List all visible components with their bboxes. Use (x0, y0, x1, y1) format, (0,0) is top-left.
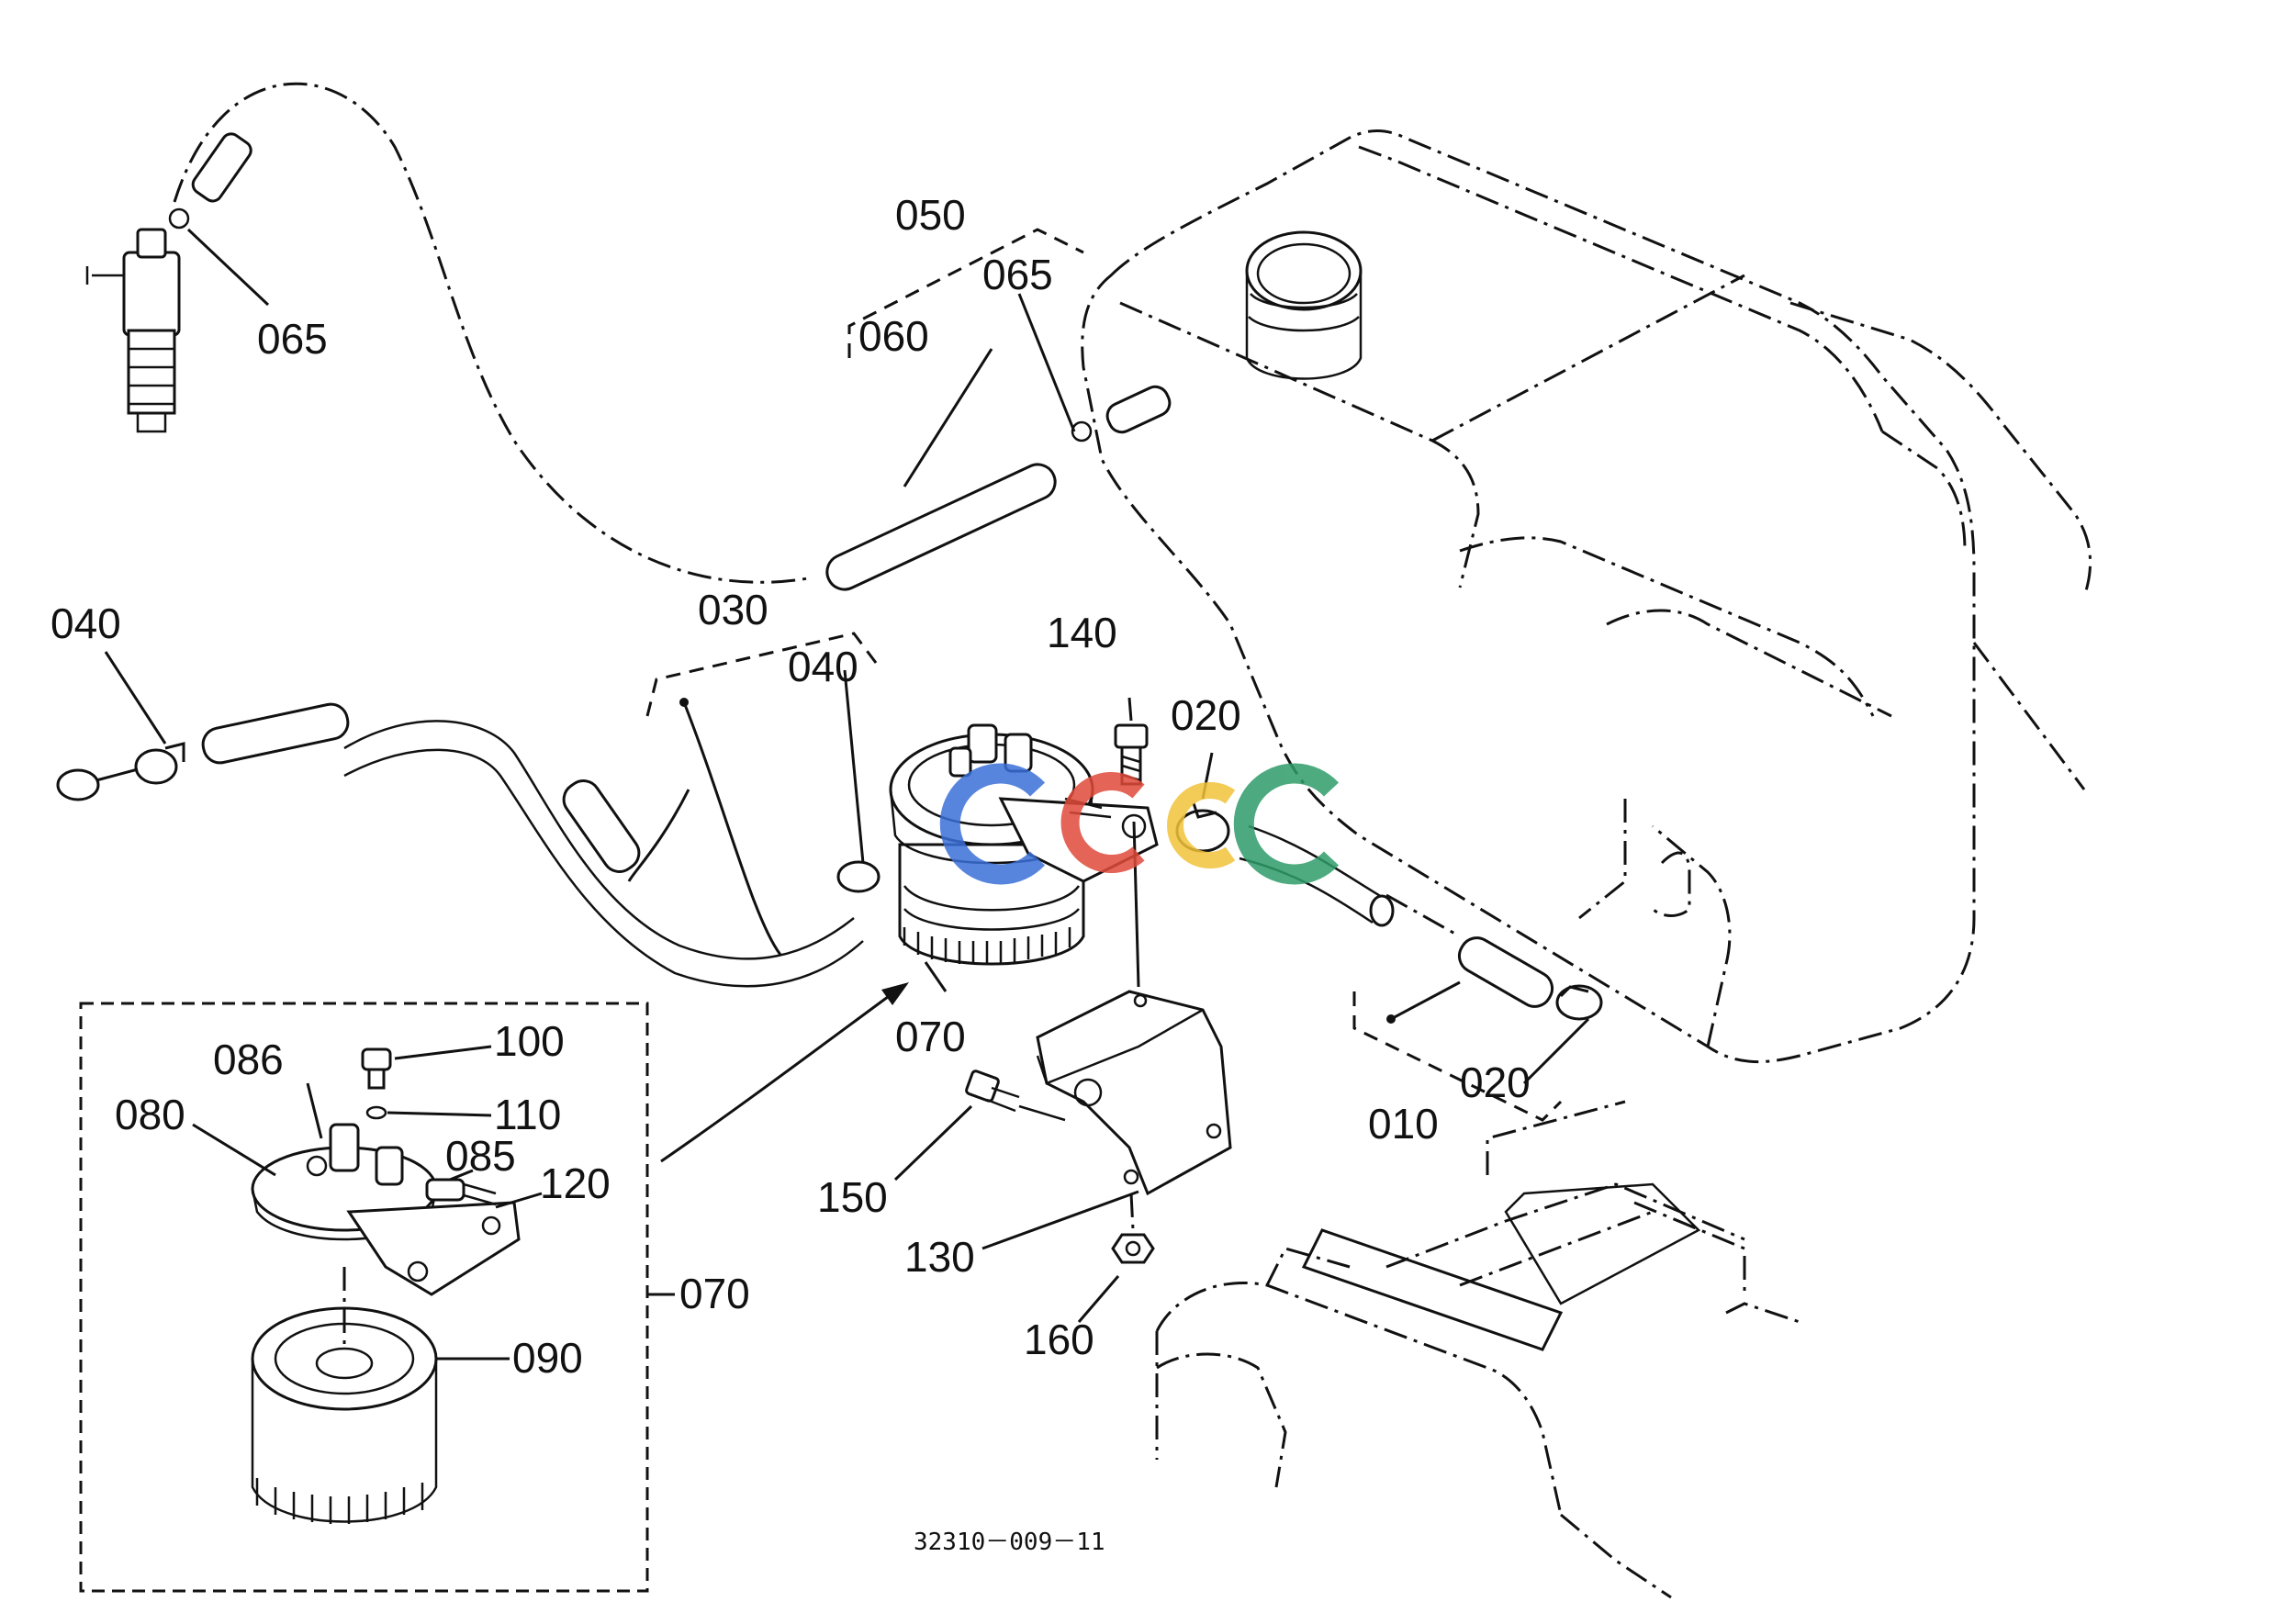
label-065-top: 065 (257, 315, 328, 363)
bolt-140 (1114, 697, 1149, 786)
hose-030 (56, 632, 883, 988)
label-050: 050 (895, 191, 966, 239)
injector-nozzle (85, 228, 181, 433)
label-140: 140 (1047, 609, 1117, 656)
reference-number: 32310－009－11 (914, 1529, 1105, 1556)
label-150: 150 (817, 1173, 888, 1221)
label-085: 085 (445, 1132, 516, 1180)
leader-070 (924, 961, 948, 992)
label-086: 086 (213, 1036, 284, 1083)
inset-detail-box (79, 1002, 675, 1593)
label-130: 130 (904, 1233, 975, 1281)
label-110: 110 (494, 1091, 561, 1138)
label-100: 100 (494, 1017, 565, 1065)
label-065-mid: 065 (982, 251, 1053, 298)
banjo-fitting (56, 742, 185, 801)
label-080: 080 (115, 1091, 185, 1138)
label-010: 010 (1368, 1100, 1439, 1148)
part-labels: 065 050 065 060 040 030 040 140 020 070 … (50, 191, 1531, 1556)
label-030: 030 (698, 586, 768, 633)
bolt-150 (893, 1070, 1066, 1182)
label-120: 120 (540, 1159, 611, 1207)
label-060: 060 (858, 312, 929, 360)
bracket-130 (1036, 821, 1232, 1196)
watermark-logo (939, 763, 1340, 885)
nut-160 (981, 1190, 1155, 1323)
label-070-mid: 070 (895, 1013, 966, 1060)
label-090: 090 (512, 1334, 583, 1382)
detail-arrow (660, 982, 909, 1163)
leak-off-pipe (168, 82, 809, 584)
label-040-left: 040 (50, 599, 121, 647)
fuel-tank (1081, 129, 2092, 1063)
frame-outline (1155, 1100, 1800, 1599)
label-070-inset: 070 (679, 1270, 750, 1317)
label-160: 160 (1024, 1316, 1094, 1363)
label-020-right: 020 (1460, 1058, 1531, 1106)
hose-tank-return (1239, 824, 1603, 1122)
hose-060 (825, 228, 1172, 591)
fuel-filter-assembly (889, 723, 1159, 966)
label-040-mid: 040 (788, 643, 858, 690)
label-020-top: 020 (1171, 691, 1241, 739)
